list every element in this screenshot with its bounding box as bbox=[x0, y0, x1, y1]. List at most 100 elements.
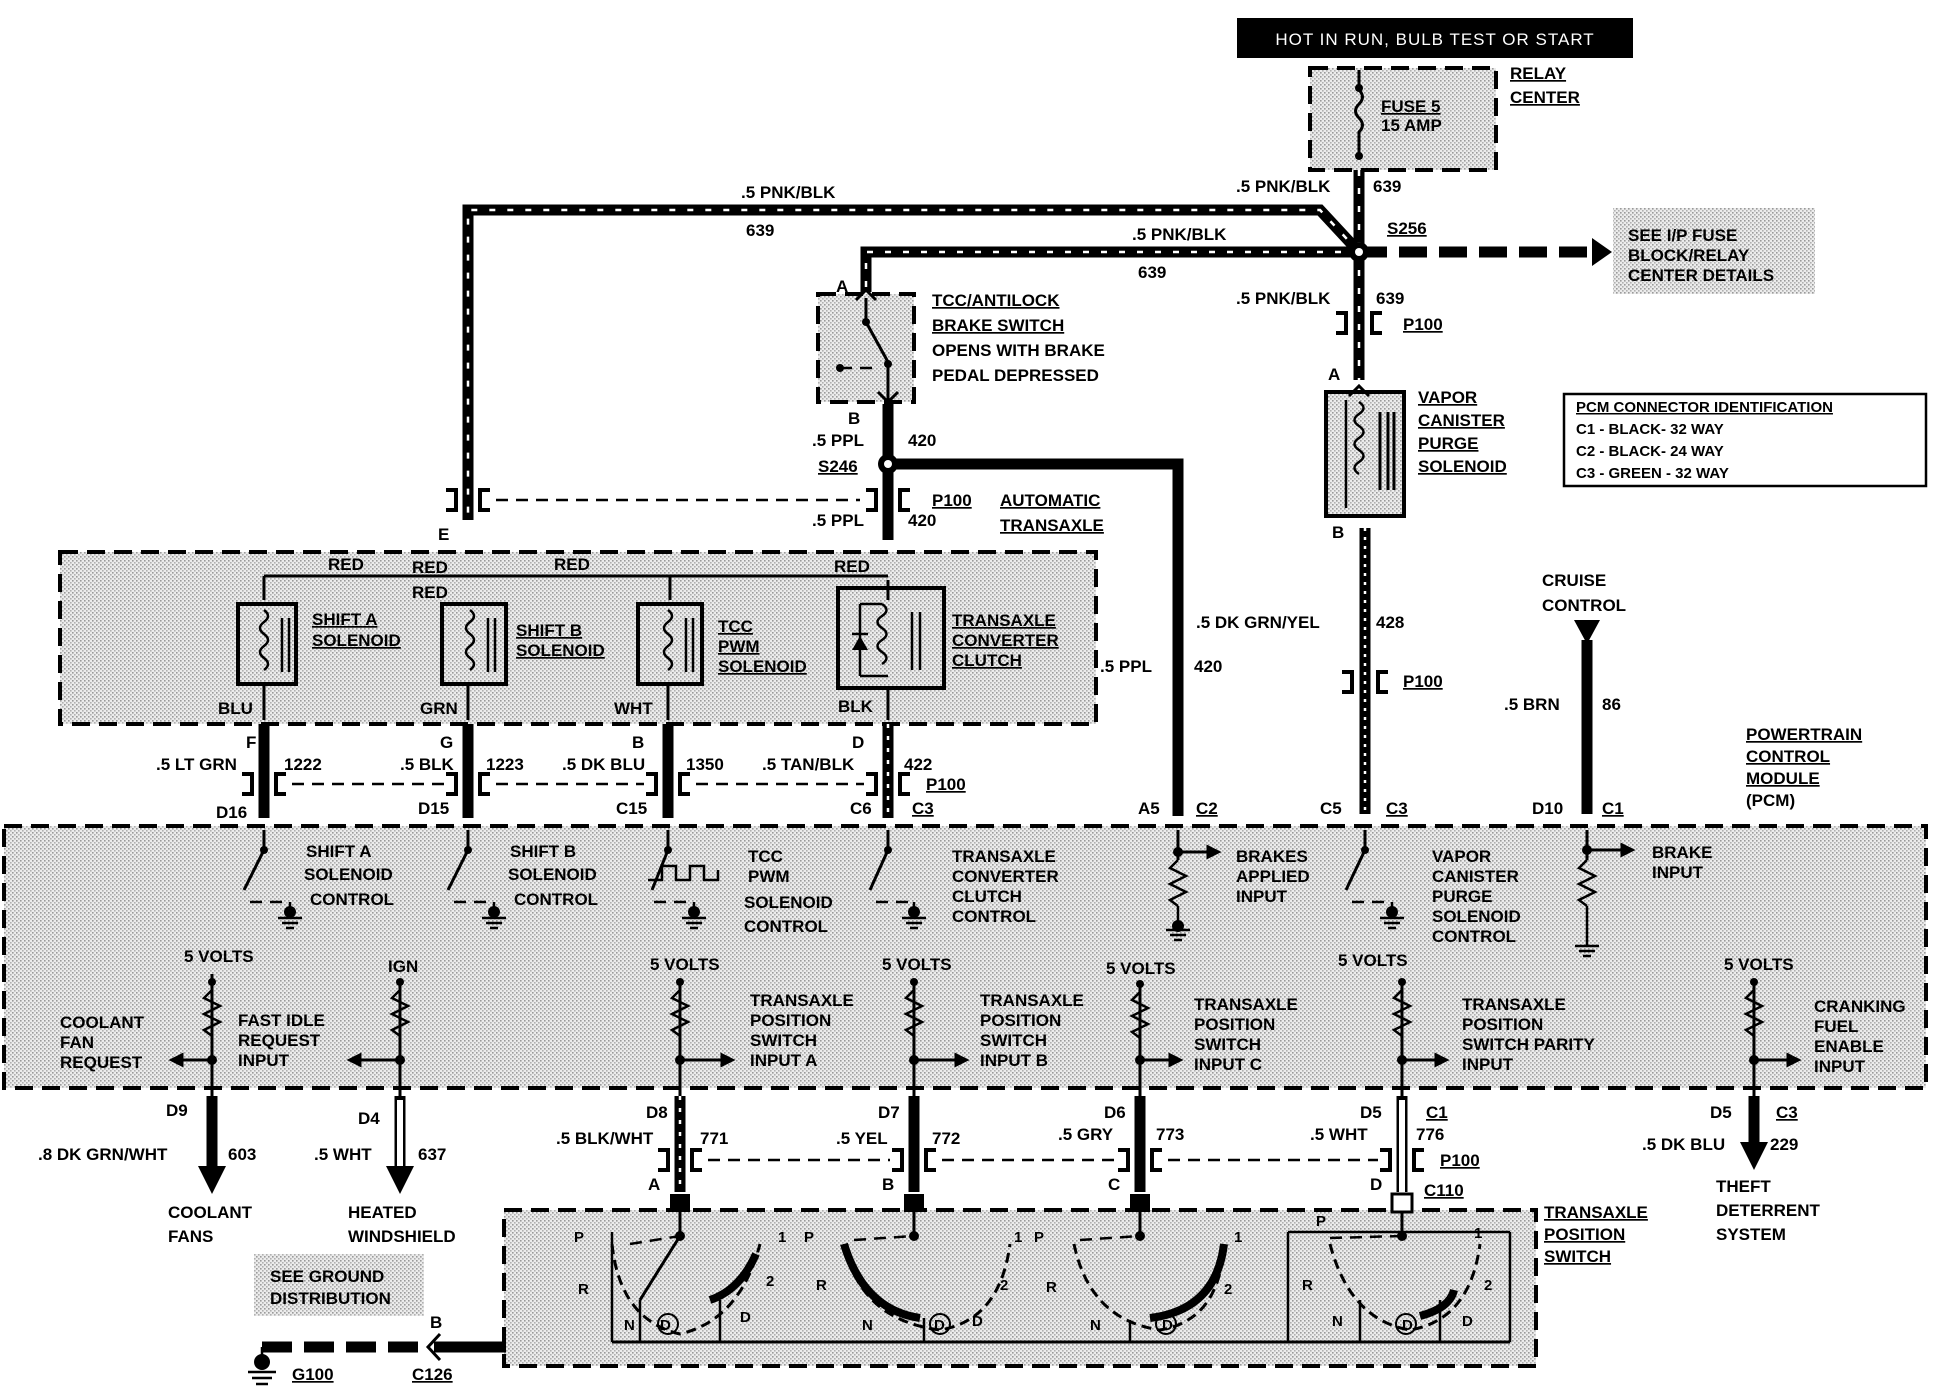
svg-text:COOLANT: COOLANT bbox=[60, 1013, 145, 1032]
svg-text:C: C bbox=[1108, 1175, 1120, 1194]
svg-text:SWITCH: SWITCH bbox=[1194, 1035, 1261, 1054]
fuse-label: FUSE 5 bbox=[1381, 97, 1441, 116]
svg-text:420: 420 bbox=[1194, 657, 1222, 676]
svg-text:CLUTCH: CLUTCH bbox=[952, 651, 1022, 670]
shift-a-control: SHIFT A SOLENOID CONTROL bbox=[242, 830, 394, 930]
svg-text:PURGE: PURGE bbox=[1432, 887, 1492, 906]
svg-text:2: 2 bbox=[766, 1273, 774, 1290]
svg-text:C2: C2 bbox=[1196, 799, 1218, 818]
wire-code-639-2: 639 bbox=[1373, 177, 1401, 196]
tps-input-c: 5 VOLTS TRANSAXLE POSITION SWITCH INPUT … bbox=[1106, 959, 1298, 1096]
svg-text:420: 420 bbox=[908, 431, 936, 450]
svg-text:DISTRIBUTION: DISTRIBUTION bbox=[270, 1289, 391, 1308]
svg-text:VAPOR: VAPOR bbox=[1418, 388, 1477, 407]
svg-text:SOLENOID: SOLENOID bbox=[1418, 457, 1507, 476]
svg-text:PWM: PWM bbox=[748, 867, 790, 886]
svg-text:5 VOLTS: 5 VOLTS bbox=[184, 947, 254, 966]
svg-text:1: 1 bbox=[1474, 1225, 1482, 1242]
svg-text:SOLENOID: SOLENOID bbox=[304, 865, 393, 884]
svg-text:1223: 1223 bbox=[486, 755, 524, 774]
svg-text:CONTROL: CONTROL bbox=[1432, 927, 1516, 946]
power-source-header: HOT IN RUN, BULB TEST OR START bbox=[1237, 18, 1633, 58]
svg-text:INPUT: INPUT bbox=[1462, 1055, 1514, 1074]
svg-text:D: D bbox=[740, 1309, 751, 1326]
svg-text:D10: D10 bbox=[1532, 799, 1563, 818]
svg-text:SOLENOID: SOLENOID bbox=[1432, 907, 1521, 926]
svg-text:771: 771 bbox=[700, 1129, 728, 1148]
tcc-switch-line3: OPENS WITH BRAKE bbox=[932, 341, 1105, 360]
cruise-control-input: CRUISE CONTROL .5 BRN 86 bbox=[1504, 571, 1626, 814]
splice-label-s256: S256 bbox=[1387, 219, 1427, 238]
svg-text:POSITION: POSITION bbox=[750, 1011, 831, 1030]
svg-text:D: D bbox=[1162, 1317, 1173, 1334]
svg-text:2: 2 bbox=[1224, 1281, 1232, 1298]
fuse-rating: 15 AMP bbox=[1381, 116, 1442, 135]
svg-text:FAN: FAN bbox=[60, 1033, 94, 1052]
svg-text:.5 DK GRN/YEL: .5 DK GRN/YEL bbox=[1196, 613, 1320, 632]
svg-text:POSITION: POSITION bbox=[1194, 1015, 1275, 1034]
svg-text:SWITCH: SWITCH bbox=[1544, 1247, 1611, 1266]
svg-text:COOLANT: COOLANT bbox=[168, 1203, 253, 1222]
fast-idle-request: IGN FAST IDLE REQUEST INPUT bbox=[238, 957, 418, 1096]
svg-text:C5: C5 bbox=[1320, 799, 1342, 818]
svg-text:SHIFT B: SHIFT B bbox=[516, 621, 582, 640]
tps-input-a: 5 VOLTS TRANSAXLE POSITION SWITCH INPUT … bbox=[650, 955, 854, 1096]
svg-text:TRANSAXLE: TRANSAXLE bbox=[980, 991, 1084, 1010]
svg-text:SWITCH: SWITCH bbox=[750, 1031, 817, 1050]
svg-text:D: D bbox=[852, 733, 864, 752]
svg-text:D16: D16 bbox=[216, 803, 247, 822]
connector-p100-vapor: P100 bbox=[1336, 311, 1443, 335]
svg-text:FAST IDLE: FAST IDLE bbox=[238, 1011, 325, 1030]
tcc-control: TRANSAXLE CONVERTER CLUTCH CONTROL bbox=[868, 830, 1059, 930]
svg-text:INPUT: INPUT bbox=[1652, 863, 1704, 882]
svg-text:P: P bbox=[1316, 1213, 1326, 1230]
svg-text:MODULE: MODULE bbox=[1746, 769, 1820, 788]
svg-text:TRANSAXLE: TRANSAXLE bbox=[1194, 995, 1298, 1014]
svg-text:1: 1 bbox=[1234, 1229, 1242, 1246]
svg-text:WINDSHIELD: WINDSHIELD bbox=[348, 1227, 456, 1246]
svg-text:POWERTRAIN: POWERTRAIN bbox=[1746, 725, 1862, 744]
svg-text:773: 773 bbox=[1156, 1125, 1184, 1144]
see-ip-2: BLOCK/RELAY bbox=[1628, 246, 1750, 265]
wire-label-pnkblk-3: .5 PNK/BLK bbox=[1132, 225, 1227, 244]
svg-text:E: E bbox=[438, 525, 449, 544]
svg-text:CLUTCH: CLUTCH bbox=[952, 887, 1022, 906]
svg-text:G100: G100 bbox=[292, 1365, 334, 1384]
svg-text:TRANSAXLE: TRANSAXLE bbox=[952, 611, 1056, 630]
svg-text:B: B bbox=[430, 1313, 442, 1332]
svg-text:S246: S246 bbox=[818, 457, 858, 476]
svg-text:ENABLE: ENABLE bbox=[1814, 1037, 1884, 1056]
tps-input-b: 5 VOLTS TRANSAXLE POSITION SWITCH INPUT … bbox=[882, 955, 1084, 1096]
svg-text:TRANSAXLE: TRANSAXLE bbox=[952, 847, 1056, 866]
svg-text:A5: A5 bbox=[1138, 799, 1160, 818]
svg-text:C3 - GREEN - 32 WAY: C3 - GREEN - 32 WAY bbox=[1576, 465, 1729, 482]
svg-text:N: N bbox=[862, 1317, 873, 1334]
svg-text:INPUT B: INPUT B bbox=[980, 1051, 1048, 1070]
automatic-transaxle-solenoids: E RED RED RED RED RED SHIFT A SOLENOID B… bbox=[58, 525, 1098, 726]
svg-text:CONTROL: CONTROL bbox=[744, 917, 828, 936]
svg-text:CONTROL: CONTROL bbox=[310, 890, 394, 909]
svg-text:1350: 1350 bbox=[686, 755, 724, 774]
solenoid-pcm-wires: F G B D .5 LT GRN 1222 .5 BLK 1223 .5 DK… bbox=[156, 724, 1624, 822]
tcc-pwm-control: TCC PWM SOLENOID CONTROL bbox=[648, 830, 833, 936]
svg-text:.5 DK BLU: .5 DK BLU bbox=[562, 755, 645, 774]
svg-text:BRAKES: BRAKES bbox=[1236, 847, 1308, 866]
svg-text:INPUT: INPUT bbox=[1814, 1057, 1866, 1076]
svg-text:.5 PPL: .5 PPL bbox=[812, 431, 864, 450]
see-ip-fuse-note: SEE I/P FUSE BLOCK/RELAY CENTER DETAILS bbox=[1613, 208, 1815, 294]
svg-text:INPUT: INPUT bbox=[238, 1051, 290, 1070]
svg-text:C3: C3 bbox=[1386, 799, 1408, 818]
svg-text:SOLENOID: SOLENOID bbox=[516, 641, 605, 660]
svg-text:C1 - BLACK- 32 WAY: C1 - BLACK- 32 WAY bbox=[1576, 421, 1724, 438]
svg-text:VAPOR: VAPOR bbox=[1432, 847, 1491, 866]
svg-text:RED: RED bbox=[412, 558, 448, 577]
svg-text:RED: RED bbox=[328, 555, 364, 574]
svg-text:1222: 1222 bbox=[284, 755, 322, 774]
connector-p100-upper bbox=[446, 488, 910, 512]
svg-text:CONTROL: CONTROL bbox=[1542, 596, 1626, 615]
svg-text:.5 TAN/BLK: .5 TAN/BLK bbox=[762, 755, 855, 774]
svg-text:P100: P100 bbox=[932, 491, 972, 510]
svg-text:A: A bbox=[1328, 365, 1340, 384]
svg-text:P: P bbox=[574, 1229, 584, 1246]
tcc-switch-line1: TCC/ANTILOCK bbox=[932, 291, 1060, 310]
